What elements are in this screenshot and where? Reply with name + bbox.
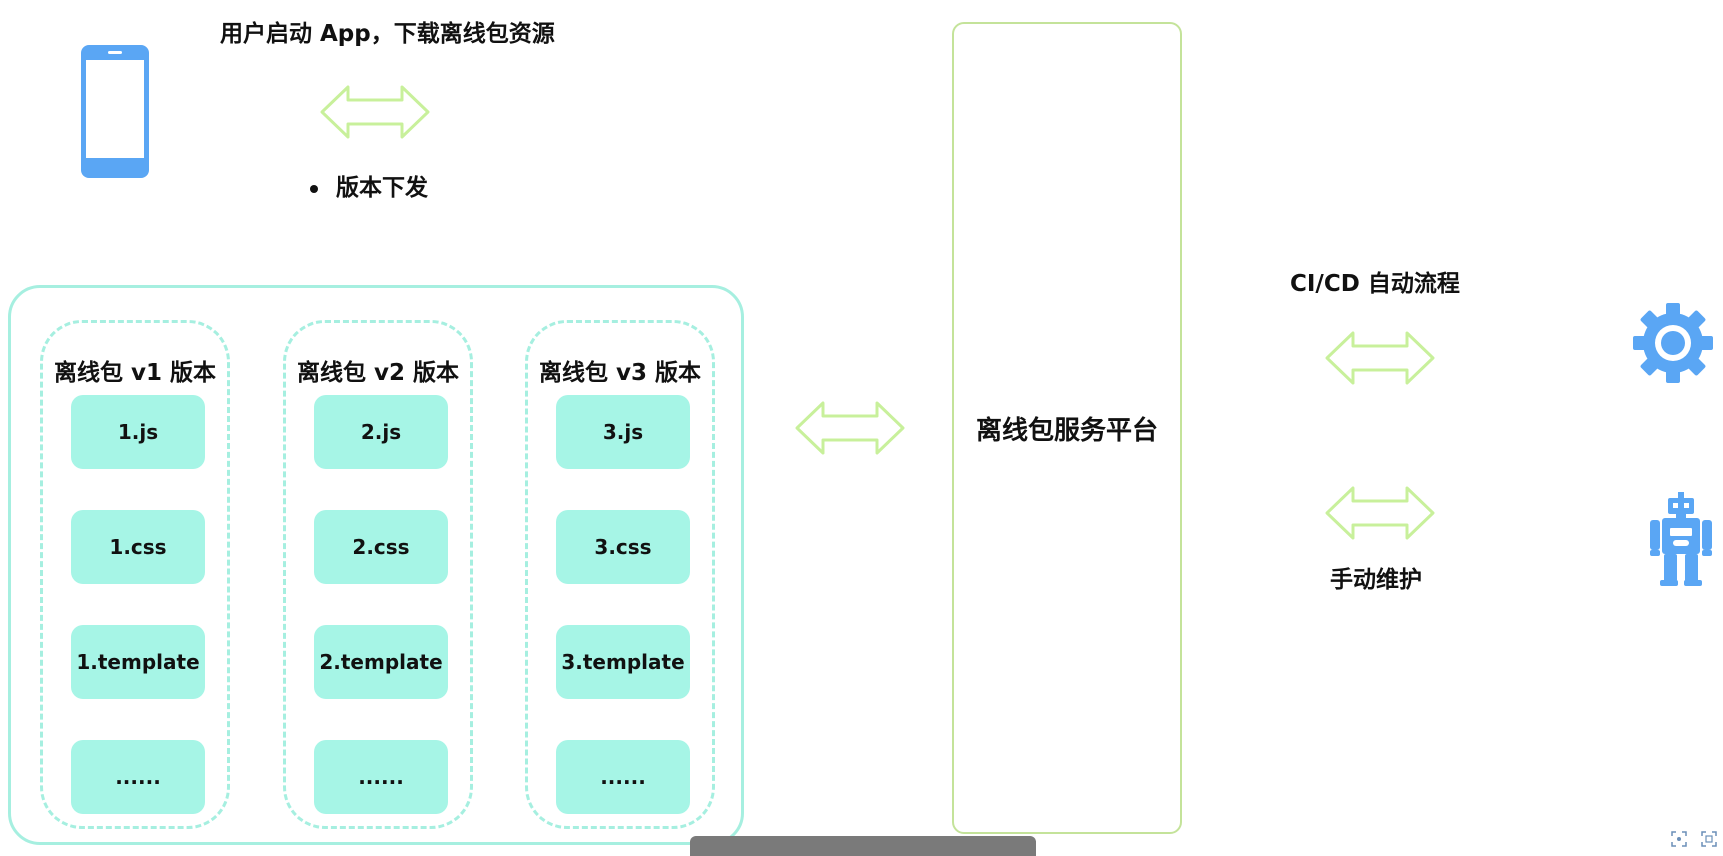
platform-label: 离线包服务平台 — [975, 415, 1158, 446]
offline-package-service-platform: 离线包服务平台 — [952, 22, 1182, 834]
offline-package-versions-group — [8, 285, 744, 845]
cicd-label: CI/CD 自动流程 — [1290, 271, 1460, 297]
phone-icon — [81, 45, 149, 178]
version-dispatch-bullet: 版本下发 — [310, 168, 428, 202]
version-title: 离线包 v1 版本 — [53, 360, 216, 386]
file-block: 2.css — [314, 510, 448, 584]
version-dispatch-label: 版本下发 — [336, 175, 428, 201]
version-column-v1: 离线包 v1 版本 1.js 1.css 1.template ...... — [40, 320, 230, 829]
double-arrow-icon — [320, 85, 430, 139]
version-column-v3: 离线包 v3 版本 3.js 3.css 3.template ...... — [525, 320, 715, 829]
file-block: ...... — [556, 740, 690, 814]
double-arrow-icon — [795, 401, 905, 455]
file-block: 2.template — [314, 625, 448, 699]
file-block: 2.js — [314, 395, 448, 469]
version-title: 离线包 v3 版本 — [538, 360, 701, 386]
file-block: 3.template — [556, 625, 690, 699]
version-column-v2: 离线包 v2 版本 2.js 2.css 2.template ...... — [283, 320, 473, 829]
file-block: 1.css — [71, 510, 205, 584]
file-block: 1.template — [71, 625, 205, 699]
bottom-overlay-bar — [690, 836, 1036, 856]
file-block: ...... — [71, 740, 205, 814]
file-block: ...... — [314, 740, 448, 814]
double-arrow-icon — [1325, 486, 1435, 540]
fullscreen-icon[interactable] — [1700, 830, 1718, 848]
file-block: 3.css — [556, 510, 690, 584]
version-title: 离线包 v2 版本 — [296, 360, 459, 386]
fit-screen-icon[interactable] — [1670, 830, 1688, 848]
download-caption: 用户启动 App，下载离线包资源 — [220, 21, 555, 47]
double-arrow-icon — [1325, 331, 1435, 385]
gear-icon — [1633, 303, 1713, 383]
file-block: 3.js — [556, 395, 690, 469]
manual-maintenance-label: 手动维护 — [1330, 567, 1422, 593]
file-block: 1.js — [71, 395, 205, 469]
bullet-dot — [310, 184, 318, 193]
robot-icon — [1650, 492, 1712, 586]
